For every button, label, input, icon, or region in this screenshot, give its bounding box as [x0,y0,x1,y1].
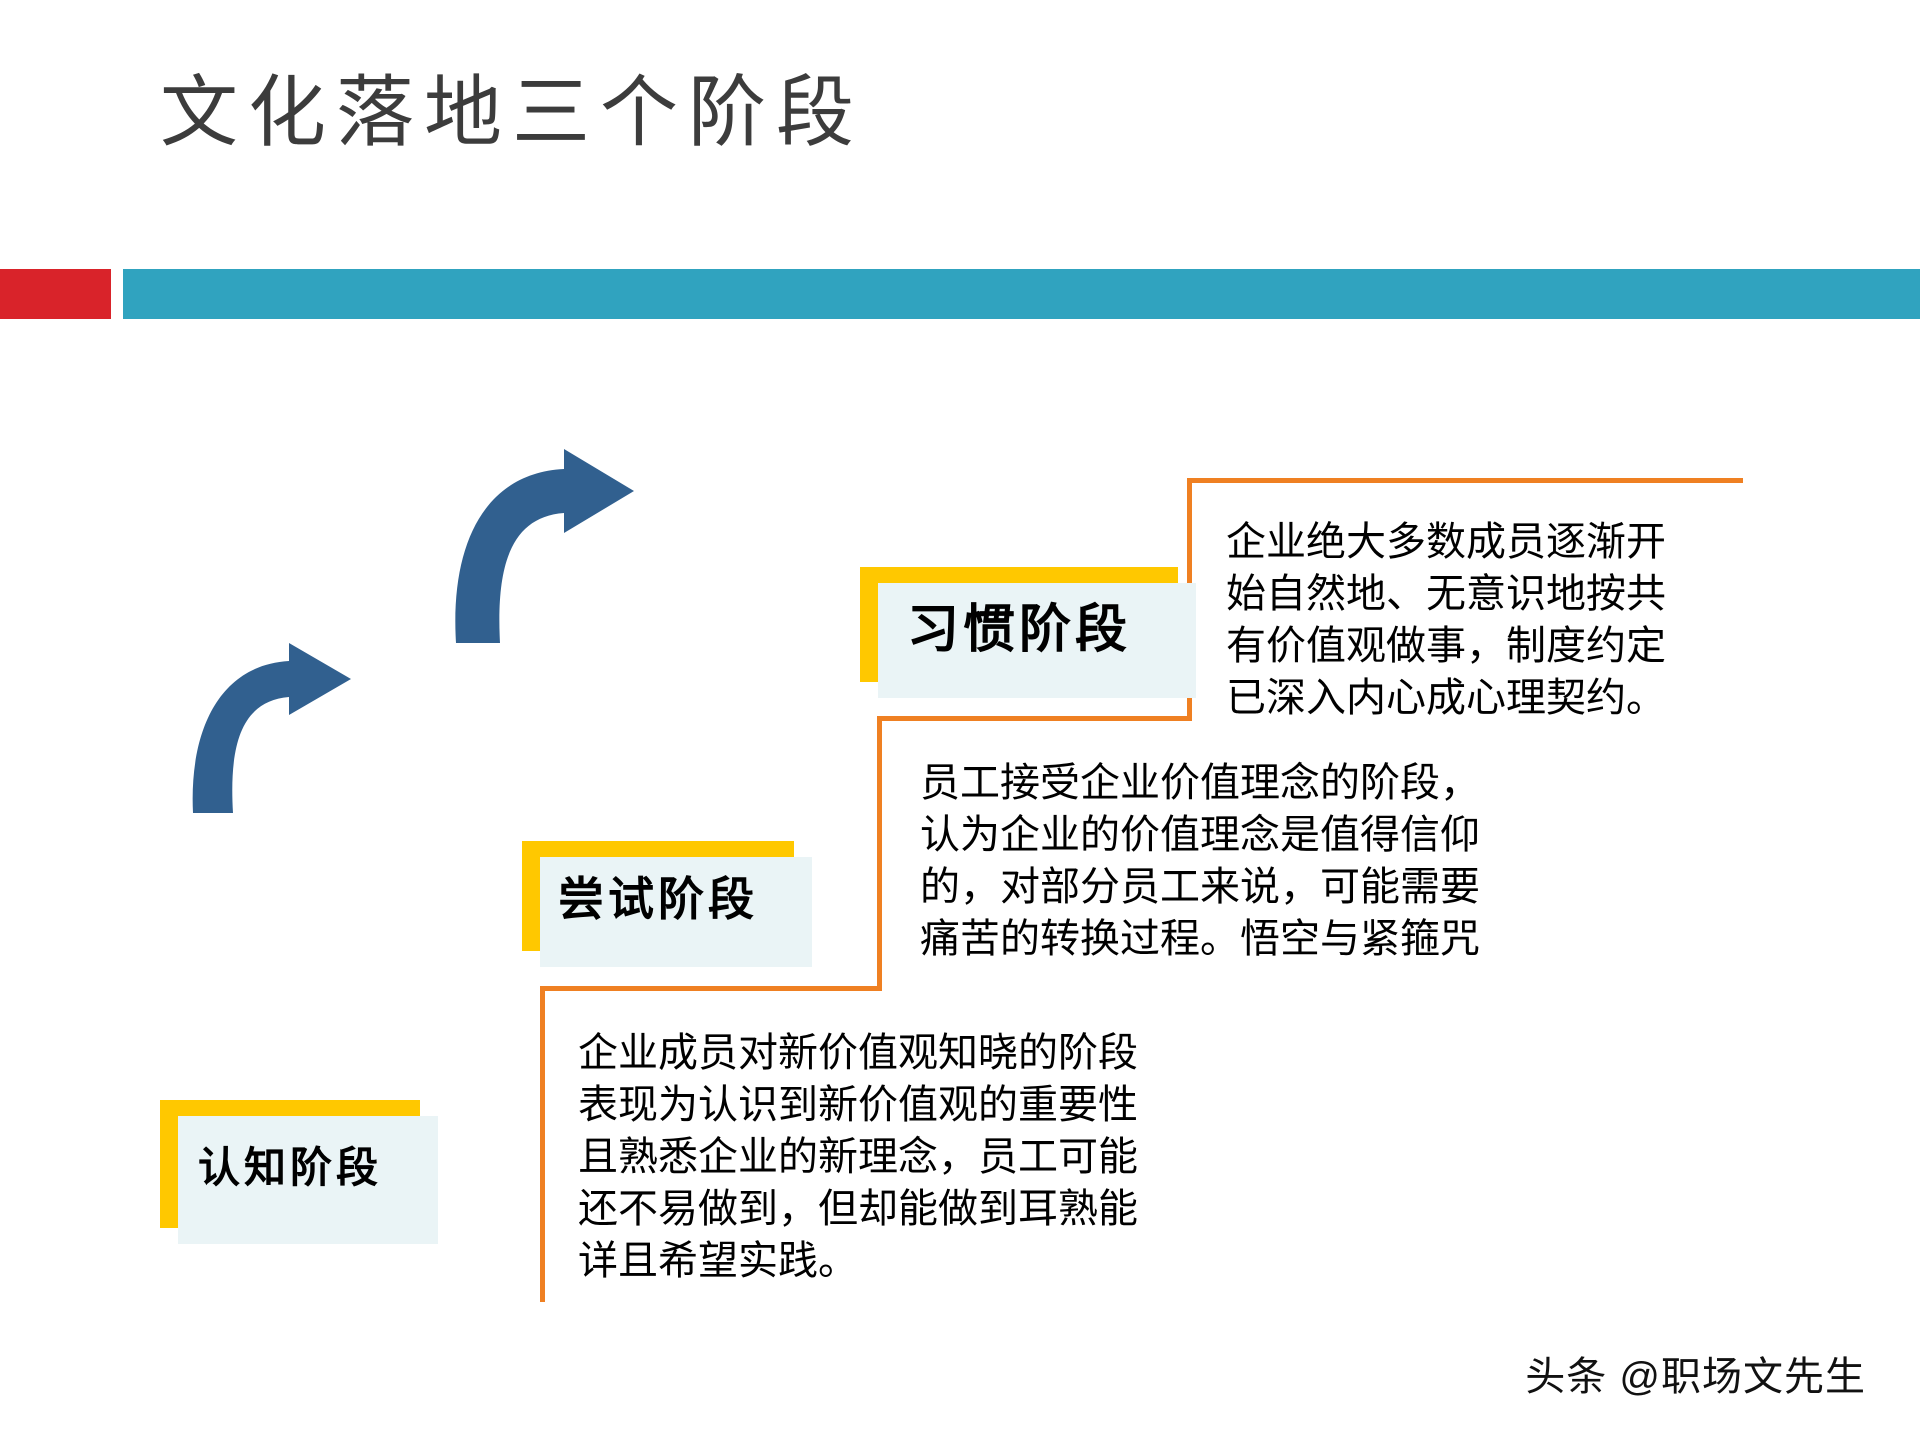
curved-arrow-icon-upper [448,445,648,650]
connector-habit-horizontal [1187,478,1743,483]
stage-box-cognition[interactable]: 认知阶段 [160,1100,438,1244]
stage-description-habit: 企业绝大多数成员逐渐开 始自然地、无意识地按共 有价值观做事，制度约定 已深入内… [1226,520,1666,720]
stage-box-shadow [878,583,1196,698]
header-rule-teal [123,269,1920,319]
connector-try-vertical [877,716,882,991]
stage-description-cognition: 企业成员对新价值观知晓的阶段 表现为认识到新价值观的重要性 且熟悉企业的新理念，… [578,1031,1138,1283]
stage-box-try[interactable]: 尝试阶段 [522,841,812,967]
curved-arrow-icon-lower [185,635,365,820]
stage-label-habit: 习惯阶段 [906,601,1131,659]
stage-box-habit[interactable]: 习惯阶段 [860,567,1196,698]
connector-cognition-vertical [540,986,545,1302]
page-title: 文化落地三个阶段 [160,69,865,156]
stage-description-try: 员工接受企业价值理念的阶段， 认为企业的价值理念是值得信仰 的，对部分员工来说，… [920,761,1480,961]
stage-label-try: 尝试阶段 [558,873,758,925]
stage-box-shadow [540,857,812,967]
connector-cognition-horizontal [540,986,882,991]
header-rule-red [0,269,111,319]
stage-label-cognition: 认知阶段 [197,1143,382,1191]
watermark-label: 头条 @职场文先生 [1525,1355,1866,1399]
connector-try-horizontal [877,716,1192,721]
stage-box-shadow [178,1116,438,1244]
